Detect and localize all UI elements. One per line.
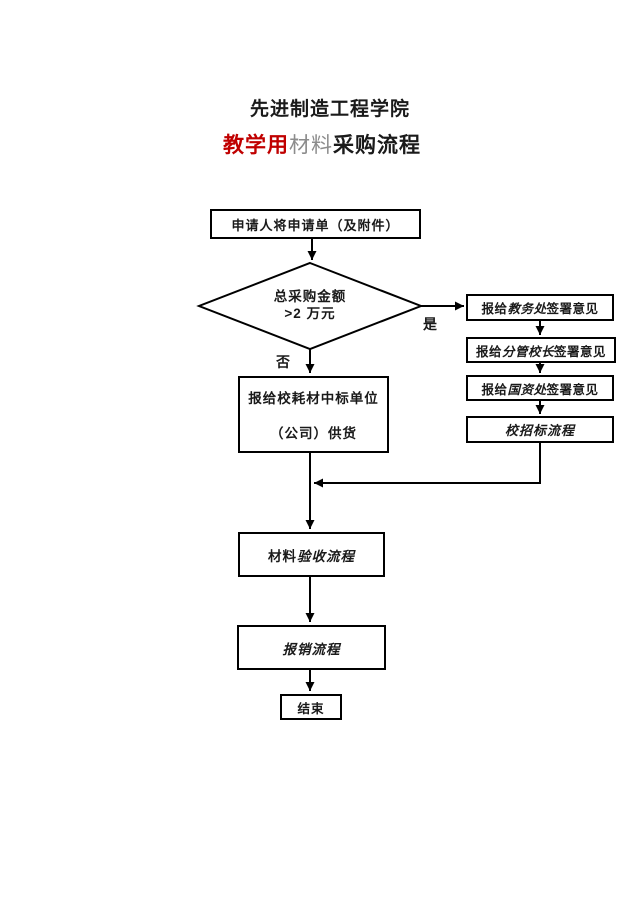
- node-material-acceptance-process: 材料验收流程: [238, 532, 385, 577]
- dept-vice-president: 分管校长: [501, 344, 554, 359]
- node-reimbursement-process: 报销流程: [237, 625, 386, 670]
- decision-diamond-shape: [196, 261, 424, 351]
- dept-academic-affairs: 教务处: [507, 302, 547, 316]
- report-prefix: 报给: [481, 302, 508, 316]
- node-school-bidding-process: 校招标流程: [466, 416, 614, 443]
- node-start-application: 申请人将申请单（及附件）: [210, 209, 421, 239]
- node-end: 结束: [280, 694, 342, 720]
- dept-state-assets: 国资处: [507, 382, 547, 397]
- sign-suffix: 签署意见: [554, 344, 607, 359]
- report-prefix: 报给: [475, 344, 502, 359]
- sign-suffix: 签署意见: [546, 302, 599, 316]
- arrow-bidding-to-mainline: [314, 443, 541, 488]
- sign-suffix: 签署意见: [546, 382, 599, 397]
- supply-label-line2: （公司）供货: [270, 426, 357, 441]
- supply-label-line1: 报给校耗材中标单位: [248, 391, 379, 406]
- title-segment-procurement-process: 采购流程: [333, 134, 421, 157]
- node-report-academic-affairs: 报给教务处签署意见: [466, 294, 614, 321]
- decision-diamond-label: 总采购金额 >2 万元: [250, 288, 370, 322]
- branch-label-no: 否: [276, 354, 290, 370]
- page-title-line1: 先进制造工程学院: [249, 99, 411, 120]
- acceptance-label-italic: 验收流程: [297, 548, 355, 564]
- title-segment-teaching-use: 教学用: [223, 134, 289, 157]
- node-winning-bidder-supply: 报给校耗材中标单位 （公司）供货: [238, 376, 389, 453]
- report-prefix: 报给: [481, 382, 508, 397]
- decision-label-line2: >2 万元: [284, 306, 336, 321]
- decision-label-line1: 总采购金额: [273, 289, 347, 304]
- acceptance-label-normal: 材料: [268, 548, 297, 564]
- node-report-state-assets: 报给国资处签署意见: [466, 375, 614, 401]
- page-title-line2: 教学用材料采购流程: [223, 129, 421, 159]
- node-report-vice-president: 报给分管校长签署意见: [466, 337, 616, 363]
- title-segment-material: 材料: [289, 134, 333, 157]
- branch-label-yes: 是: [423, 316, 437, 332]
